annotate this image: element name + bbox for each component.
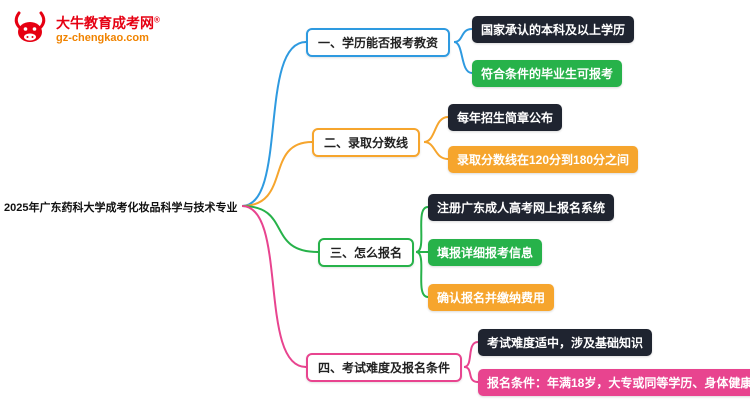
site-url: gz-chengkao.com: [56, 32, 149, 45]
child-node-1-2: 符合条件的毕业生可报考: [472, 60, 623, 87]
site-name: 大牛教育成考网®: [56, 14, 160, 31]
bull-icon: [10, 8, 50, 53]
branch-node-3: 三、怎么报名: [318, 238, 415, 267]
child-node-4-2: 报名条件：年满18岁，大专或同等学历、身体健康: [478, 369, 750, 396]
child-node-2-1: 每年招生简章公布: [448, 104, 563, 131]
child-node-3-3: 确认报名并缴纳费用: [428, 284, 555, 311]
branch-node-1: 一、学历能否报考教资: [306, 28, 451, 57]
registered-mark-icon: ®: [154, 15, 160, 25]
child-node-4-1: 考试难度适中，涉及基础知识: [478, 329, 653, 356]
child-node-3-2: 填报详细报考信息: [428, 239, 543, 266]
child-node-3-1: 注册广东成人高考网上报名系统: [428, 194, 615, 221]
child-node-1-1: 国家承认的本科及以上学历: [472, 16, 635, 43]
branch-node-4: 四、考试难度及报名条件: [306, 353, 463, 382]
branch-node-2: 二、录取分数线: [312, 128, 421, 157]
child-node-2-2: 录取分数线在120分到180分之间: [448, 146, 639, 173]
mindmap-root: 2025年广东药科大学成考化妆品科学与技术专业: [4, 202, 238, 214]
logo: 大牛教育成考网® gz-chengkao.com: [10, 8, 160, 53]
